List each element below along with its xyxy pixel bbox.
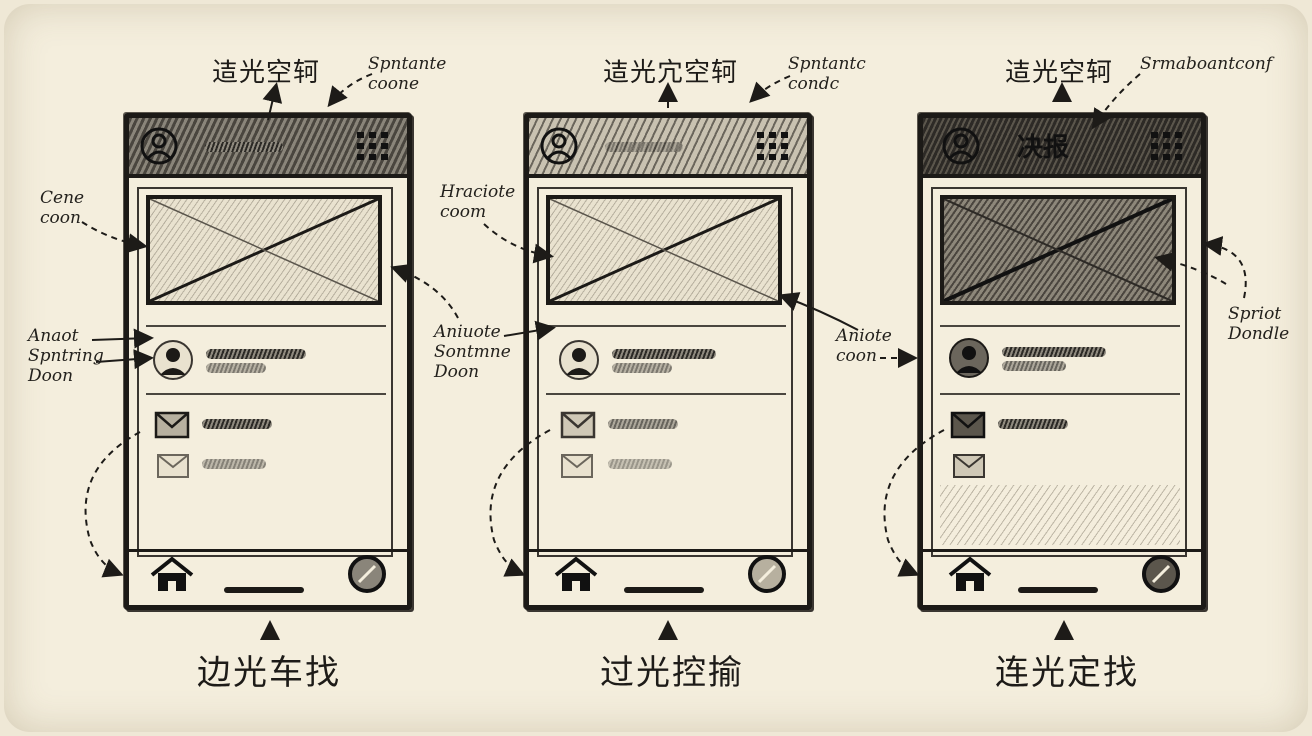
avatar-icon[interactable] [139,126,179,166]
mail-icon[interactable] [952,453,986,479]
content-area-outline [931,187,1187,557]
content-area-outline [537,187,793,557]
app-header [529,118,807,178]
app-header: 决报 [923,118,1201,178]
divider [546,393,786,395]
bottom-nav-bar [129,549,407,608]
grid-menu-icon[interactable] [755,130,791,162]
home-indicator-bar [224,587,304,593]
panel-1-bottom-label: 边光车找 [197,653,341,693]
panel-2-note-right: Aniote coon [836,326,892,366]
mail-item-text-scribble [608,419,678,429]
panel-3-top-note: Srmaboantconf [1140,54,1273,74]
list-item-subtext-scribble [206,363,266,373]
phone-frame [918,113,1206,610]
panel-3-note-right: Spriot Dondle [1228,304,1290,344]
divider [940,325,1180,327]
mail-item-text-scribble [202,459,266,469]
grid-menu-icon[interactable] [1149,130,1185,162]
compass-icon[interactable] [346,553,388,595]
image-placeholder-icon [149,197,379,303]
header-title-scribble [205,142,283,152]
panel-2-top-note: Spntantc condc [788,54,866,94]
divider [146,325,386,327]
list-item-text-scribble [1002,347,1106,357]
divider [146,393,386,395]
panel-3-top-label: 迼光空轲 [1005,58,1114,88]
panel-3-bottom-label: 连光定找 [995,653,1139,693]
divider [546,325,786,327]
panel-1-note-hero: Cene coon [40,188,85,228]
mail-icon[interactable] [950,411,986,439]
panel-2-bottom-label: 过光控揄 [600,653,744,693]
home-indicator-bar [1018,587,1098,593]
hero-image-placeholder[interactable] [146,195,382,305]
shaded-area [940,485,1180,545]
panel-2-top-label: 迼光宂空轲 [603,58,739,88]
person-icon[interactable] [948,337,990,379]
list-item-subtext-scribble [1002,361,1066,371]
home-indicator-bar [624,587,704,593]
person-icon[interactable] [558,339,600,381]
image-placeholder-icon [943,197,1173,303]
grid-menu-icon[interactable] [355,130,391,162]
mail-item-text-scribble [998,419,1068,429]
image-placeholder-icon [549,197,779,303]
avatar-icon[interactable] [539,126,579,166]
mail-icon[interactable] [560,411,596,439]
mail-icon[interactable] [560,453,594,479]
hero-image-placeholder[interactable] [546,195,782,305]
phone-frame [524,113,812,610]
app-header [129,118,407,178]
compass-icon[interactable] [746,553,788,595]
panel-1-note-avatar: Anaot Spntring Doon [28,326,104,386]
home-icon[interactable] [148,555,196,595]
list-item-subtext-scribble [612,363,672,373]
hero-image-placeholder[interactable] [940,195,1176,305]
home-icon[interactable] [946,555,994,595]
mail-icon[interactable] [154,411,190,439]
panel-2-note-hero: Hraciote coom [440,182,516,222]
person-icon[interactable] [152,339,194,381]
bottom-nav-bar [529,549,807,608]
panel-2-note-list: Aniuote Sontmne Doon [434,322,511,382]
mail-item-text-scribble [202,419,272,429]
avatar-icon[interactable] [941,126,981,166]
header-title: 决报 [1017,133,1070,163]
list-item-text-scribble [612,349,716,359]
panel-1-top-label: 迼光空轲 [212,58,321,88]
list-item-text-scribble [206,349,306,359]
divider [940,393,1180,395]
mail-item-text-scribble [608,459,672,469]
home-icon[interactable] [552,555,600,595]
panel-1-top-note: Spntante coone [368,54,447,94]
compass-icon[interactable] [1140,553,1182,595]
header-title-scribble [605,142,683,152]
bottom-nav-bar [923,549,1201,608]
mail-icon[interactable] [156,453,190,479]
content-area-outline [137,187,393,557]
